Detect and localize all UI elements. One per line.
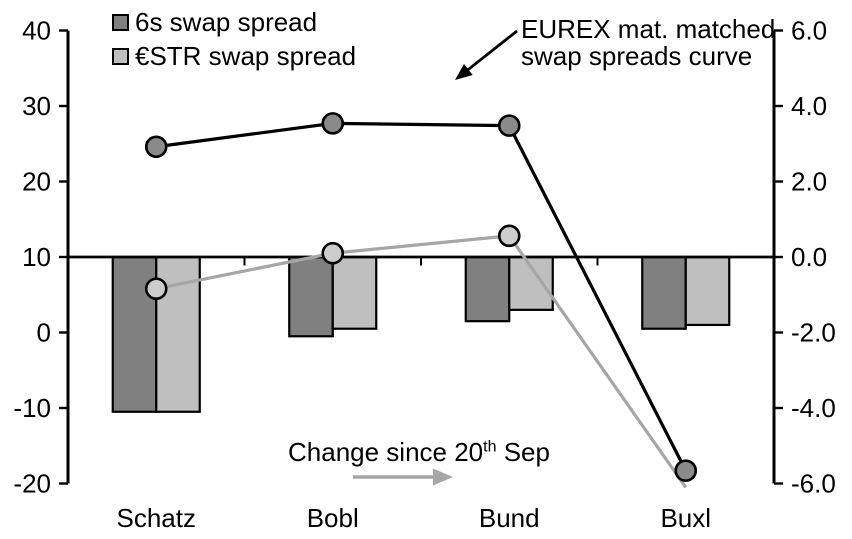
right-axis-tick-label: 6.0 (791, 16, 827, 46)
line-estr-curve (155, 234, 688, 489)
left-axis-tick-label: 0 (37, 318, 51, 348)
marker-6s-bobl (321, 112, 345, 135)
change-annotation: Change since 20th Sep (288, 437, 550, 467)
left-axis-tick-label: 20 (22, 167, 51, 197)
category-label-bund: Bund (479, 503, 540, 533)
bar-estr-buxl (684, 255, 731, 327)
category-label-buxl: Buxl (660, 503, 711, 533)
bar-6s-bobl (288, 255, 334, 338)
marker-6s-schatz (144, 135, 168, 159)
left-axis-tick-label: 40 (22, 16, 51, 46)
bar-6s-bund (464, 255, 511, 323)
legend-item-estr: €STR swap spread (112, 41, 357, 71)
curve-annotation-arrow-head (455, 63, 473, 80)
right-axis-tick-label: 2.0 (791, 167, 827, 197)
left-axis-tick-label: 10 (22, 242, 51, 272)
legend-swatch-6s (112, 13, 129, 31)
left-axis-tick-label: -20 (13, 469, 51, 499)
curve-annotation-line2: swap spreads curve (521, 41, 753, 71)
marker-6s-buxl (674, 459, 698, 482)
marker-6s-bund (497, 114, 521, 137)
legend-swatch-estr (112, 47, 129, 65)
legend-label-estr: €STR swap spread (135, 41, 357, 71)
right-axis-tick-label: -6.0 (791, 469, 836, 499)
bar-estr-bobl (331, 255, 378, 330)
change-annotation-arrow-head (433, 468, 453, 486)
right-axis-tick-label: -2.0 (791, 318, 836, 348)
left-axis-tick-label: -10 (13, 393, 51, 423)
marker-estr-schatz (144, 277, 168, 301)
right-axis-tick-label: -4.0 (791, 393, 836, 423)
change-annotation-suffix: Sep (496, 437, 550, 467)
right-axis-tick-label: 4.0 (791, 91, 827, 121)
change-annotation-superscript: th (483, 438, 497, 456)
category-label-bobl: Bobl (307, 503, 359, 533)
line-6s-curve (156, 121, 688, 472)
curve-annotation: EUREX mat. matched swap spreads curve (521, 16, 775, 70)
change-annotation-text: Change since 20 (288, 437, 484, 467)
legend-item-6s: 6s swap spread (112, 7, 318, 37)
marker-estr-bobl (321, 241, 345, 265)
curve-annotation-line1: EUREX mat. matched (521, 14, 776, 44)
left-axis-tick-label: 30 (22, 91, 51, 121)
category-label-schatz: Schatz (117, 503, 197, 533)
curve-annotation-arrow-shaft (465, 29, 518, 72)
marker-estr-bund (497, 224, 521, 248)
right-axis-tick-label: 0.0 (791, 242, 827, 272)
legend-label-6s: 6s swap spread (135, 7, 318, 37)
bar-6s-buxl (641, 255, 687, 330)
